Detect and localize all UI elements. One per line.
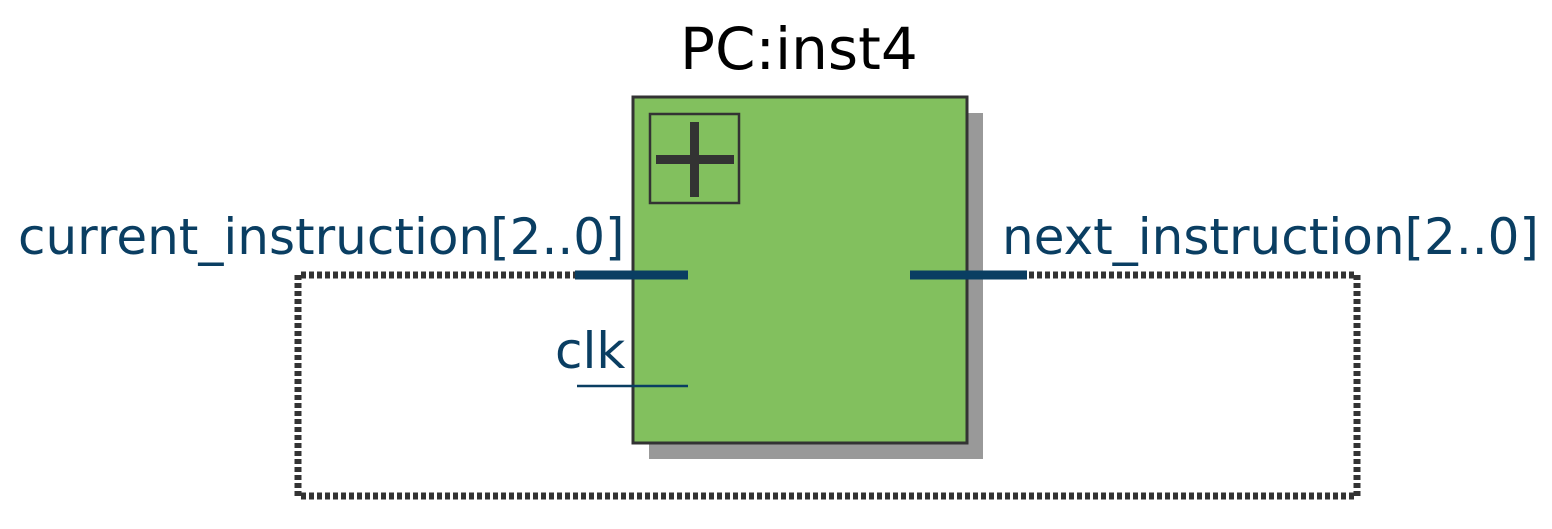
pc-block[interactable] (631, 95, 969, 445)
port-label-current-instruction: current_instruction[2..0] (18, 208, 625, 266)
feedback-loop-wire[interactable] (294, 271, 1361, 500)
block-title: PC:inst4 (680, 15, 918, 83)
port-label-next-instruction: next_instruction[2..0] (1002, 208, 1539, 266)
port-label-clk: clk (555, 322, 626, 380)
plus-icon[interactable] (648, 112, 741, 205)
